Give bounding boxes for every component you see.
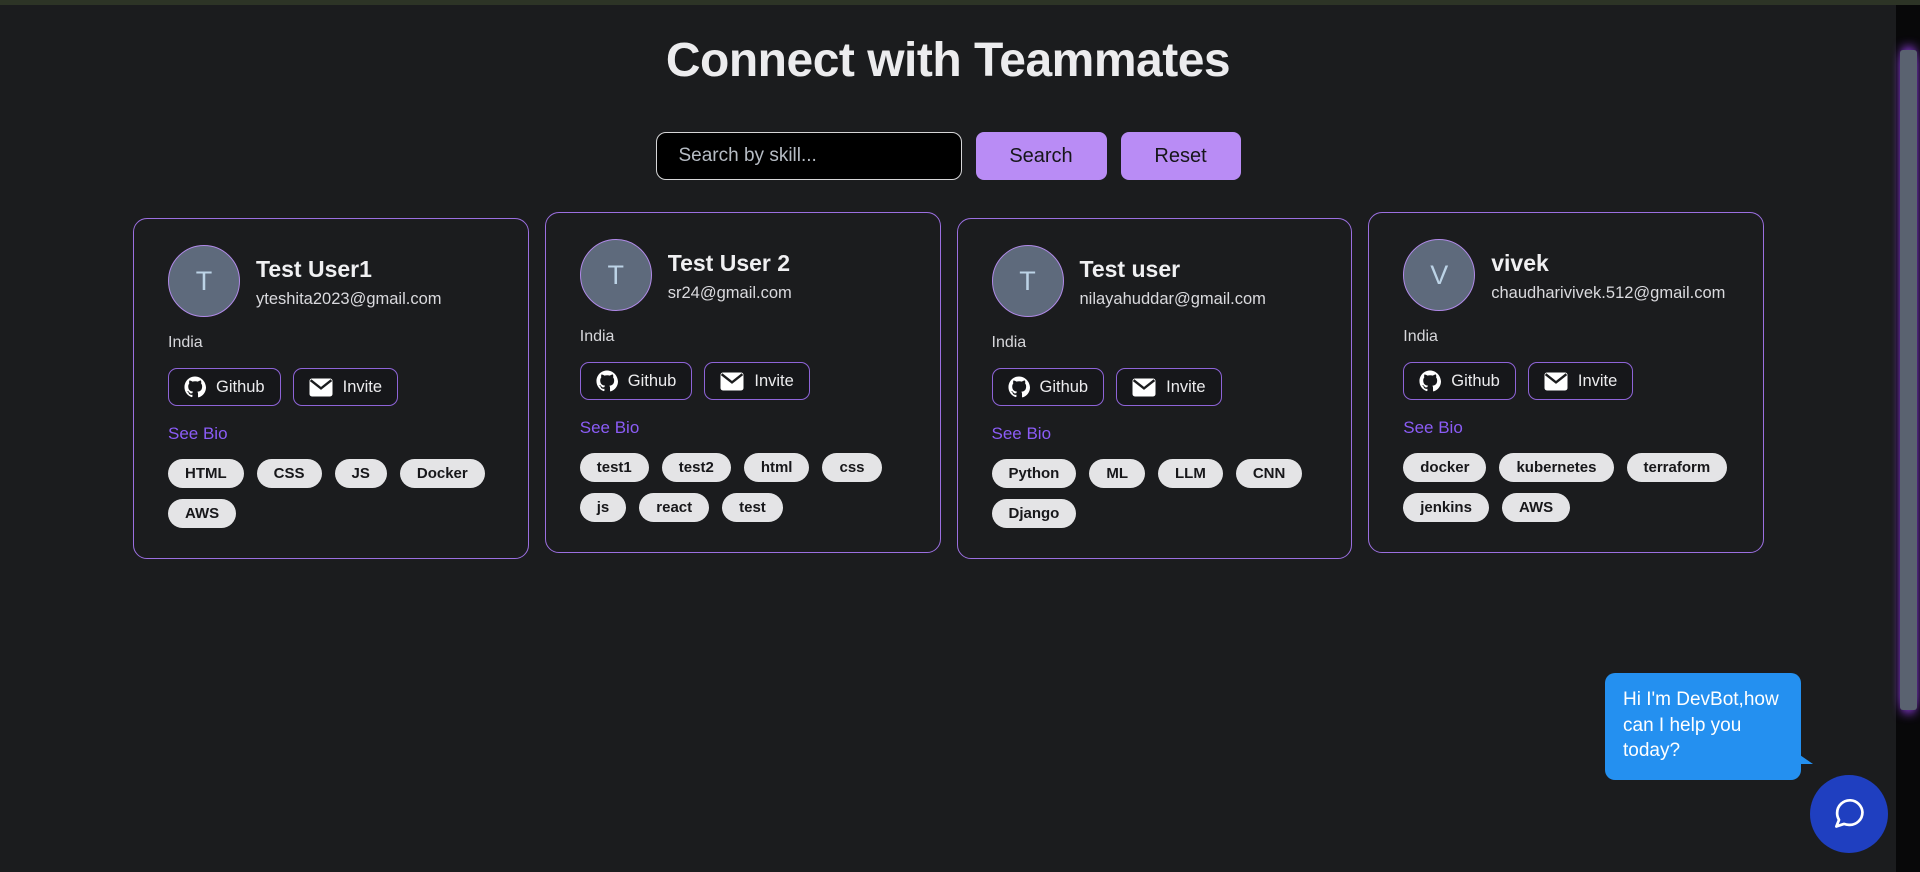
github-button-label: Github — [1451, 371, 1500, 390]
skill-tag[interactable]: LLM — [1158, 459, 1223, 488]
search-button[interactable]: Search — [975, 132, 1107, 180]
invite-button-label: Invite — [1166, 377, 1206, 396]
card-actions: Github Invite — [991, 368, 1318, 406]
github-button[interactable]: Github — [991, 368, 1105, 406]
envelope-icon — [1544, 372, 1568, 391]
github-button[interactable]: Github — [579, 362, 693, 400]
page-root: Connect with Teammates Search Reset T Tes… — [0, 5, 1896, 872]
skill-tag[interactable]: HTML — [168, 459, 244, 488]
chat-toggle-button[interactable] — [1810, 775, 1888, 853]
avatar: V — [1403, 239, 1476, 311]
envelope-icon — [720, 372, 744, 391]
github-button[interactable]: Github — [1403, 362, 1516, 400]
card-header: T Test user nilayahuddar@gmail.com — [991, 245, 1318, 317]
invite-button[interactable]: Invite — [704, 362, 810, 400]
chat-greeting-bubble: Hi I'm DevBot,how can I help you today? — [1605, 673, 1813, 780]
user-country: India — [991, 334, 1027, 351]
user-country: India — [579, 328, 615, 345]
github-icon — [596, 370, 618, 392]
skill-tag[interactable]: Python — [991, 459, 1077, 488]
user-email: chaudharivivek.512@gmail.com — [1491, 284, 1726, 303]
skill-tag[interactable]: html — [743, 453, 810, 482]
top-accent-strip — [0, 0, 1920, 5]
invite-button[interactable]: Invite — [1527, 362, 1634, 400]
user-name: vivek — [1491, 249, 1549, 276]
invite-button[interactable]: Invite — [1116, 368, 1222, 406]
identity-block: Test User1 yteshita2023@gmail.com — [256, 253, 442, 310]
card-header: T Test User 2 sr24@gmail.com — [579, 239, 906, 311]
skill-tag[interactable]: CSS — [256, 459, 322, 488]
card-actions: Github Invite — [1403, 362, 1729, 400]
skill-tag[interactable]: test2 — [661, 453, 731, 482]
user-email: nilayahuddar@gmail.com — [1079, 290, 1266, 309]
github-button[interactable]: Github — [168, 368, 281, 406]
identity-block: vivek chaudharivivek.512@gmail.com — [1491, 247, 1725, 304]
user-name: Test User1 — [256, 255, 372, 282]
user-name: Test User 2 — [667, 249, 791, 276]
skill-tag[interactable]: js — [579, 493, 627, 522]
skill-tag-list: Python ML LLM CNN Django — [991, 459, 1318, 528]
page-title: Connect with Teammates — [665, 34, 1231, 87]
skill-tag[interactable]: css — [822, 453, 882, 482]
skill-tag-list: docker kubernetes terraform jenkins AWS — [1403, 453, 1729, 522]
reset-button[interactable]: Reset — [1120, 132, 1241, 180]
user-email: yteshita2023@gmail.com — [256, 290, 442, 309]
card-actions: Github Invite — [579, 362, 906, 400]
see-bio-link[interactable]: See Bio — [991, 424, 1052, 443]
chat-bubble-icon — [1830, 794, 1868, 835]
invite-button[interactable]: Invite — [292, 368, 399, 406]
github-button-label: Github — [627, 371, 677, 390]
skill-tag[interactable]: AWS — [168, 499, 237, 528]
identity-block: Test user nilayahuddar@gmail.com — [1080, 253, 1266, 310]
card-header: T Test User1 yteshita2023@gmail.com — [168, 245, 494, 317]
user-email: sr24@gmail.com — [667, 284, 792, 303]
vertical-scrollbar-track[interactable] — [1896, 5, 1920, 872]
avatar: T — [579, 239, 652, 311]
card-actions: Github Invite — [168, 368, 494, 406]
see-bio-link[interactable]: See Bio — [168, 424, 228, 443]
avatar: T — [991, 245, 1064, 317]
skill-tag[interactable]: Docker — [399, 459, 485, 488]
skill-tag[interactable]: JS — [334, 459, 387, 488]
skill-tag[interactable]: terraform — [1626, 453, 1728, 482]
skill-tag[interactable]: react — [639, 493, 710, 522]
github-icon — [1007, 376, 1030, 398]
user-country: India — [168, 334, 203, 351]
envelope-icon — [1132, 378, 1156, 397]
skill-tag[interactable]: docker — [1403, 453, 1487, 482]
vertical-scrollbar-thumb[interactable] — [1900, 50, 1917, 710]
github-icon — [1419, 370, 1442, 392]
github-button-label: Github — [1039, 377, 1089, 396]
see-bio-link[interactable]: See Bio — [1403, 418, 1463, 437]
invite-button-label: Invite — [754, 371, 794, 390]
skill-tag[interactable]: AWS — [1501, 493, 1571, 522]
skill-tag[interactable]: kubernetes — [1499, 453, 1614, 482]
invite-button-label: Invite — [1577, 371, 1618, 390]
github-icon — [184, 376, 206, 398]
github-button-label: Github — [216, 377, 265, 396]
user-country: India — [1403, 328, 1438, 345]
skill-tag[interactable]: test — [722, 493, 783, 522]
see-bio-link[interactable]: See Bio — [579, 418, 640, 437]
skill-tag[interactable]: Django — [991, 499, 1077, 528]
user-name: Test user — [1079, 255, 1181, 282]
search-input[interactable] — [655, 132, 962, 180]
envelope-icon — [309, 378, 333, 397]
skill-tag[interactable]: jenkins — [1403, 493, 1489, 522]
avatar: T — [168, 245, 240, 317]
search-toolbar: Search Reset — [0, 132, 1896, 180]
skill-tag[interactable]: CNN — [1235, 459, 1303, 488]
invite-button-label: Invite — [342, 377, 383, 396]
skill-tag[interactable]: ML — [1089, 459, 1146, 488]
skill-tag[interactable]: test1 — [579, 453, 649, 482]
identity-block: Test User 2 sr24@gmail.com — [668, 247, 792, 304]
